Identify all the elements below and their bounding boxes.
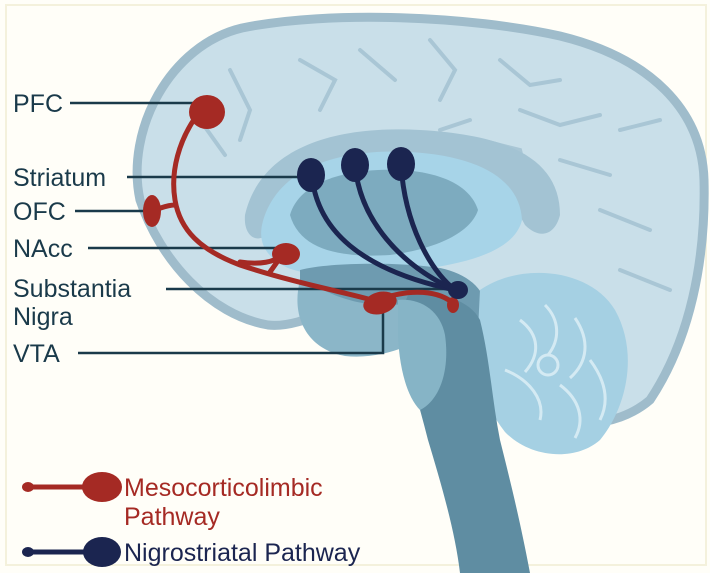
pfc-node xyxy=(189,95,225,129)
nacc-node xyxy=(272,243,300,265)
striatum-node-3 xyxy=(387,147,415,181)
label-vta: VTA xyxy=(13,340,60,368)
legend-meso-symbol xyxy=(22,472,122,502)
legend-meso-label-1: Mesocorticolimbic xyxy=(124,474,323,502)
cerebellum xyxy=(475,273,628,454)
legend: Mesocorticolimbic Pathway Nigrostriatal … xyxy=(22,472,361,567)
label-substantia: Substantia xyxy=(13,275,131,303)
sn-red-node xyxy=(447,297,459,313)
ofc-node xyxy=(143,195,161,227)
label-pfc: PFC xyxy=(13,90,63,118)
label-striatum: Striatum xyxy=(13,164,106,192)
striatum-node-2 xyxy=(341,148,369,182)
substantia-nigra-node xyxy=(448,281,468,299)
label-ofc: OFC xyxy=(13,198,66,226)
striatum-node-1 xyxy=(297,158,325,192)
label-nigra: Nigra xyxy=(13,303,73,331)
label-nacc: NAcc xyxy=(13,235,73,263)
legend-meso-label-2: Pathway xyxy=(124,503,220,531)
legend-nigro-label: Nigrostriatal Pathway xyxy=(124,539,361,567)
legend-nigro-symbol xyxy=(22,537,121,567)
